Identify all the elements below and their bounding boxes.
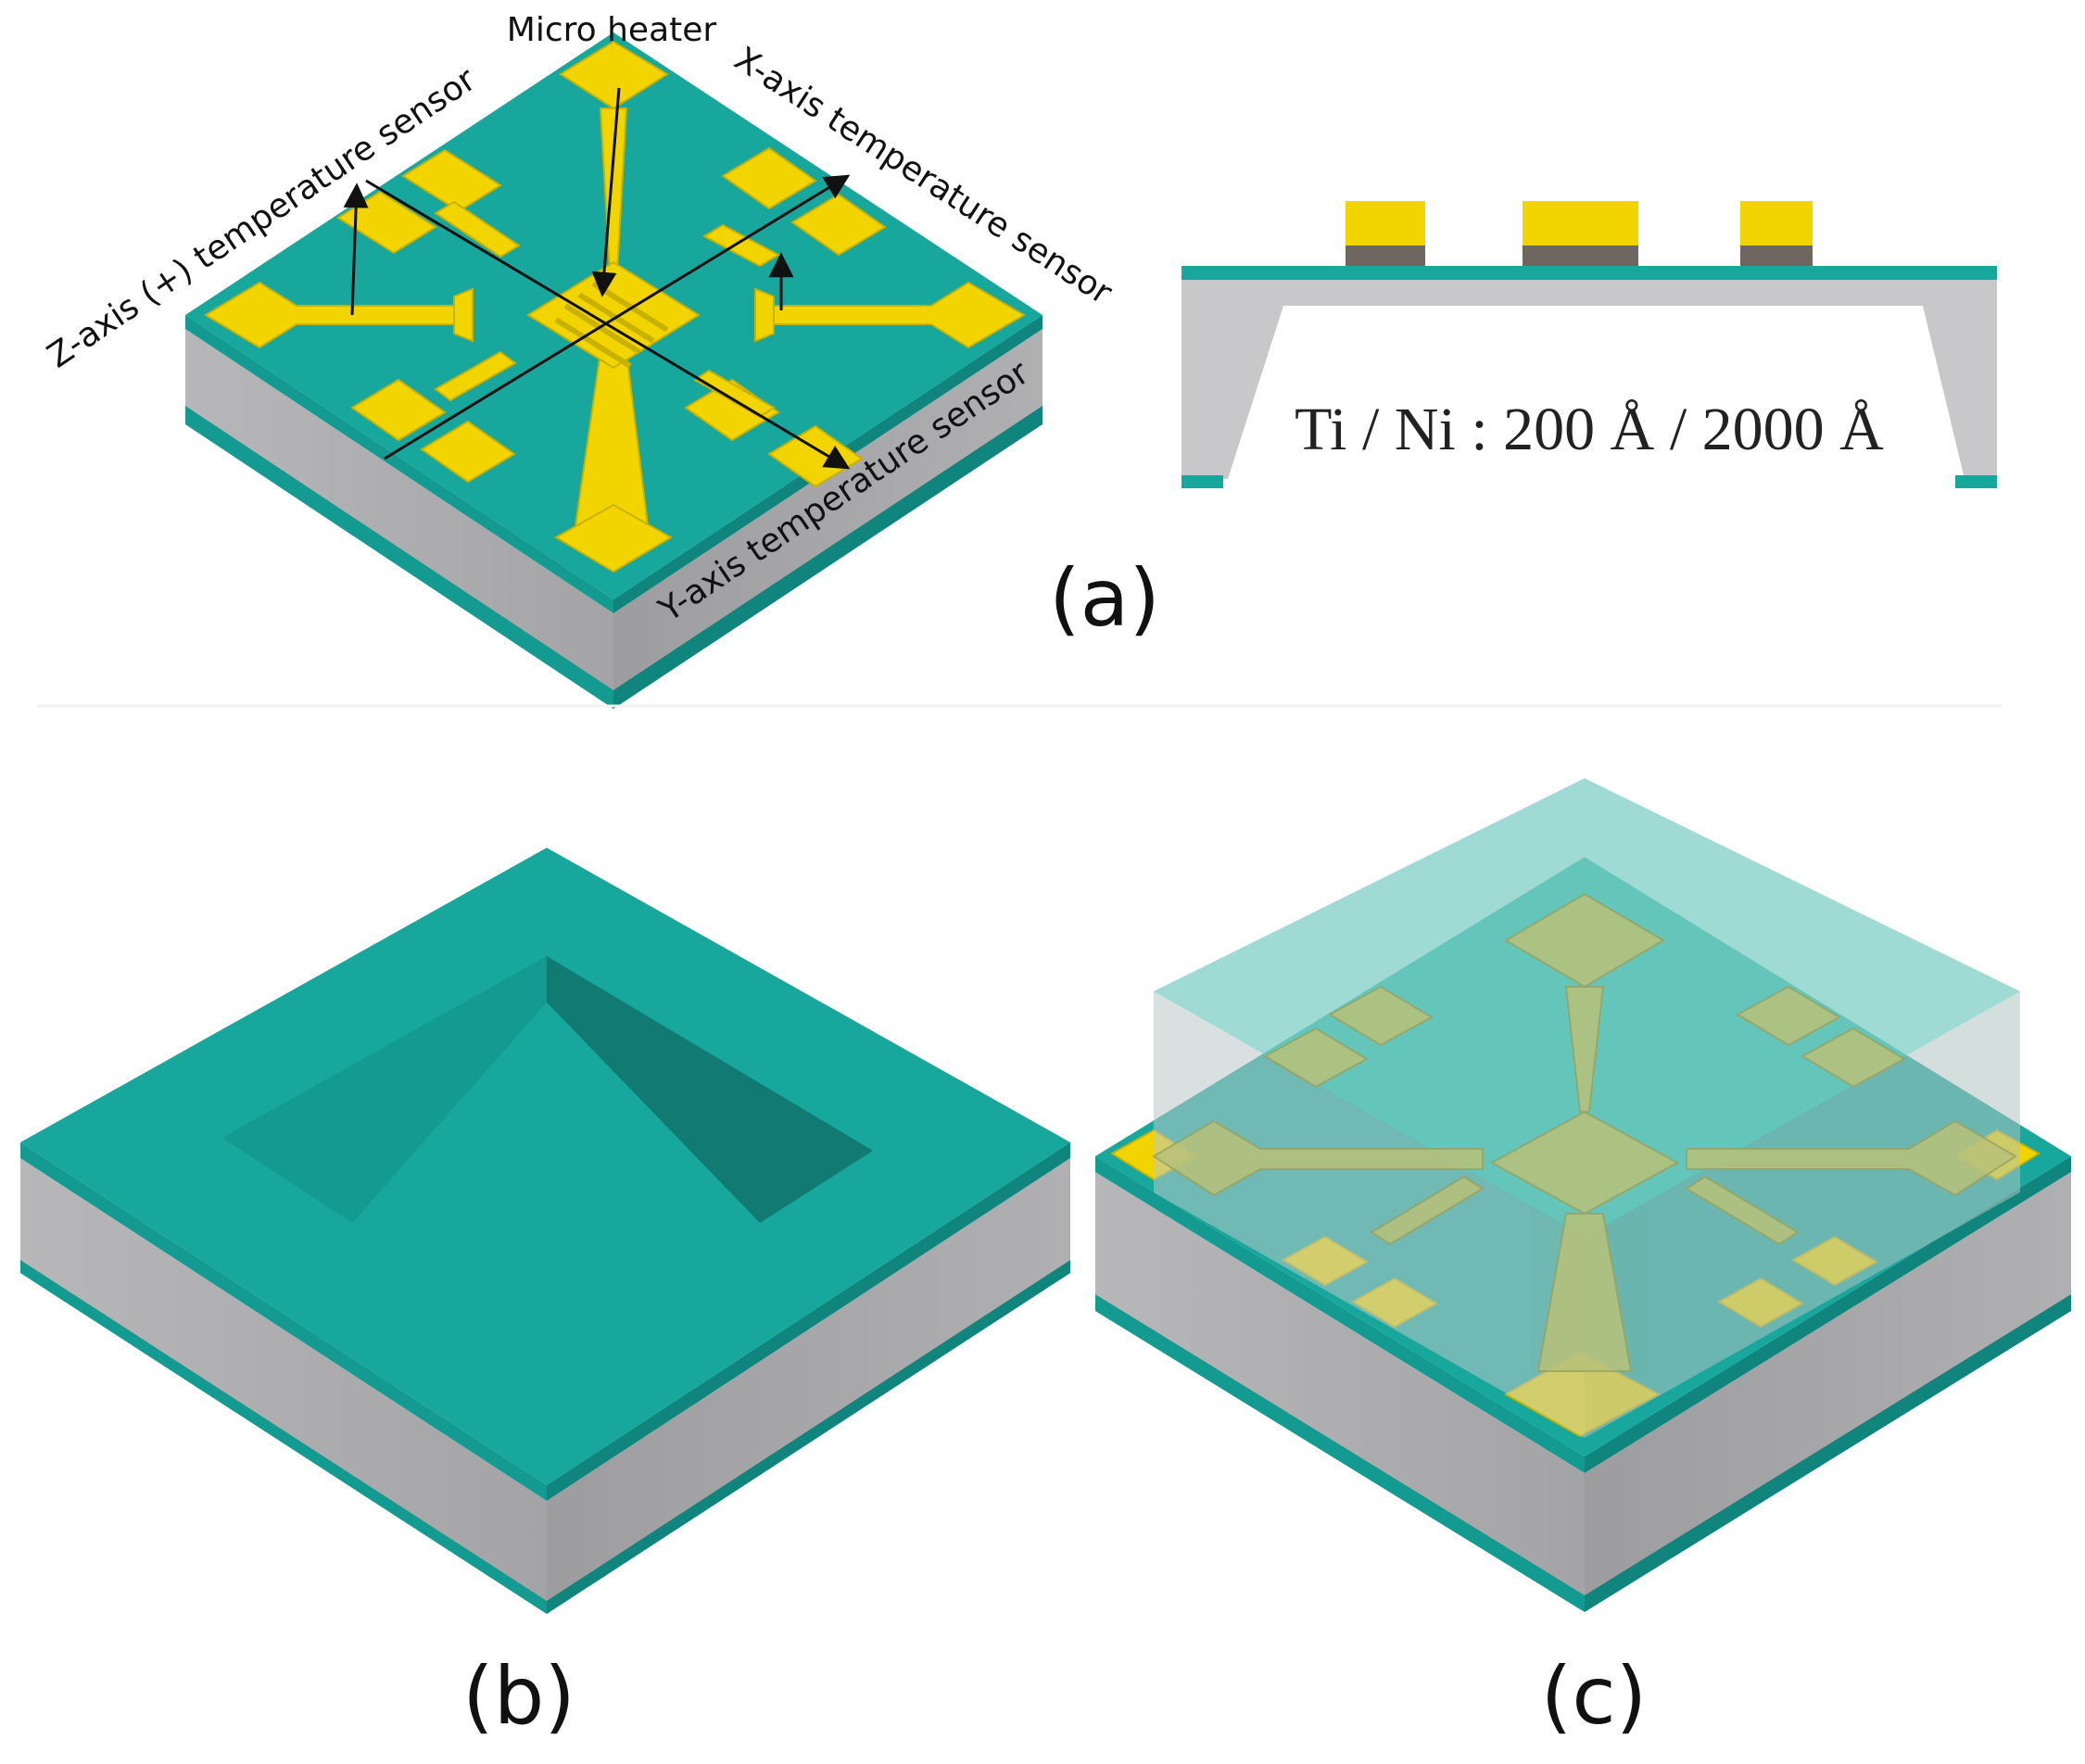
lid-pattern	[1152, 892, 2017, 1372]
glass-lid	[1154, 991, 2020, 1438]
panel-label-b: (b)	[462, 1650, 575, 1743]
chip-a: Micro heater X-axis temperature sensor Y…	[41, 11, 1118, 709]
cap-b	[20, 848, 1070, 1614]
panel-label-c: (c)	[1541, 1650, 1647, 1743]
cross-section: Ti / Ni : 200 Å / 2000 Å	[1182, 201, 1997, 488]
annotation-lines	[343, 87, 851, 470]
chip-a-left-side	[185, 329, 613, 709]
panel-label-a: (a)	[1049, 552, 1160, 645]
metal-stacks	[1346, 201, 1813, 266]
assembly-c	[1095, 778, 2071, 1612]
x-axis-line	[384, 174, 851, 460]
z-pointer-left	[343, 183, 369, 316]
heater-pointer	[591, 87, 621, 297]
cross-section-membrane	[1182, 266, 1997, 280]
chip-a-right-side	[613, 329, 1042, 709]
z-sensors	[204, 281, 1026, 349]
label-micro-heater: Micro heater	[507, 11, 717, 49]
label-ti-ni: Ti / Ni : 200 Å / 2000 Å	[1295, 396, 1884, 463]
cross-section-substrate	[1182, 273, 1997, 479]
